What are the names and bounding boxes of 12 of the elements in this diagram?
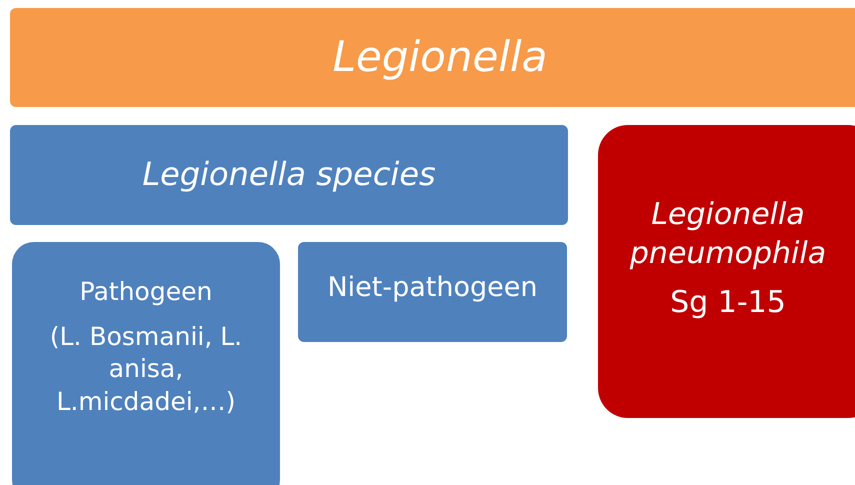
category-box [298, 242, 567, 342]
node-text: Sg 1-15 [669, 284, 787, 322]
header-band [10, 8, 855, 107]
node-title: Pathogeen [78, 276, 214, 308]
node-title: Legionella [332, 31, 548, 84]
species-box [598, 125, 855, 418]
category-box [10, 125, 568, 225]
node-title: Legionella species [141, 154, 437, 196]
node-text: (L. Bosmanii, L. anisa, L.micdadei,…) [48, 320, 244, 418]
category-box [12, 242, 280, 485]
node-title: Legionella pneumophila [628, 196, 828, 273]
node-title: Niet-pathogeen [326, 271, 538, 305]
